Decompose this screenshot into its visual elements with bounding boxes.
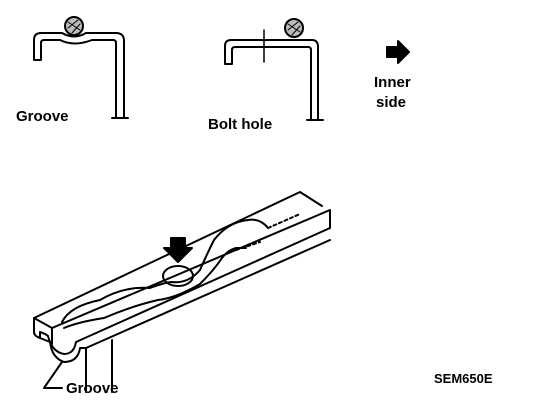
groove-label-top: Groove	[16, 108, 69, 125]
flange-bolt-hole	[162, 265, 194, 287]
flange-back-edge	[33, 191, 323, 319]
liquid-gasket-bead	[61, 218, 269, 323]
side-label: side	[376, 94, 407, 111]
liquid-gasket-dashed	[235, 213, 301, 251]
inner-label: Inner	[374, 74, 411, 91]
inner-side-arrow-icon	[386, 40, 410, 64]
groove-cross-section	[33, 317, 87, 393]
groove-leader-line	[43, 361, 63, 389]
bolt-hole-section-view	[224, 18, 324, 121]
groove-channel-outline	[33, 32, 125, 119]
down-arrow-icon	[163, 237, 193, 263]
figure-code: SEM650E	[434, 371, 493, 386]
groove-label-bottom: Groove	[66, 380, 119, 397]
groove-section-view	[33, 16, 129, 119]
bolt-hole-channel-outline	[224, 39, 319, 121]
bolt-hole-label: Bolt hole	[208, 116, 273, 133]
flange-front-edge	[33, 209, 331, 329]
flange-perspective-view	[33, 191, 331, 393]
